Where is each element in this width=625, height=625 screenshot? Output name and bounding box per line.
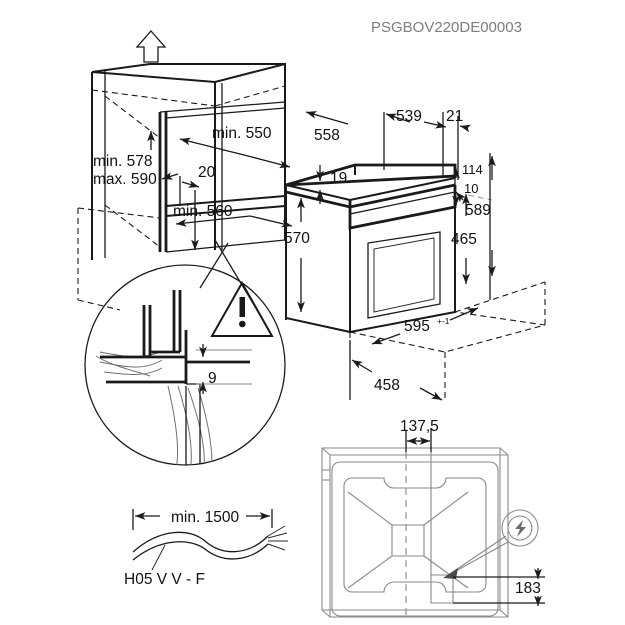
cabinet-cutout-view: min. 550 min. 578 max. 590 20 min. 560	[77, 30, 293, 311]
dimension-label-rear-183: 183	[515, 580, 541, 597]
drawing-reference-code: PSGBOV220DE00003	[371, 19, 522, 36]
warning-triangle-icon	[210, 280, 274, 337]
rear-panel-view: 137,5 183	[321, 418, 545, 618]
lightning-bolt-icon	[443, 509, 539, 579]
dimension-label-oven-114: 114	[462, 162, 483, 177]
dimension-label-oven-539: 539	[396, 108, 422, 125]
dimension-label-rear-137-5: 137,5	[400, 418, 439, 435]
dimension-label-oven-558: 558	[314, 127, 340, 144]
dimension-label-oven-458: 458	[374, 377, 400, 394]
dimension-label-oven-570: 570	[284, 230, 310, 247]
dimension-label-cable-min-1500: min. 1500	[171, 509, 239, 526]
dimension-tolerance-oven-595: +-1	[437, 316, 450, 326]
dimension-label-oven-595: 595	[404, 318, 430, 335]
dimension-label-cabinet-max-590: max. 590	[93, 171, 157, 188]
dimension-label-oven-589: 589	[465, 202, 491, 219]
power-cable-view: min. 1500 H05 V V - F	[124, 509, 288, 588]
dimension-label-oven-10: 10	[464, 181, 478, 196]
ventilation-up-arrow-icon	[135, 30, 167, 63]
dimension-label-cabinet-min-560: min. 560	[173, 203, 233, 220]
dimension-label-cabinet-20: 20	[198, 164, 216, 181]
dimension-label-cabinet-min-578: min. 578	[93, 153, 152, 170]
dimension-label-detail-9: 9	[208, 370, 217, 387]
dimension-label-oven-465: 465	[451, 231, 477, 248]
dimension-label-oven-19: 19	[330, 170, 347, 187]
dimension-label-cabinet-min-550: min. 550	[212, 125, 272, 142]
dimension-label-oven-21: 21	[446, 108, 463, 125]
mounting-detail-circle: 9	[84, 239, 286, 466]
cable-type-label: H05 V V - F	[124, 571, 205, 588]
oven-isometric-view: 558 539 21 19 114 10 589	[284, 108, 546, 401]
